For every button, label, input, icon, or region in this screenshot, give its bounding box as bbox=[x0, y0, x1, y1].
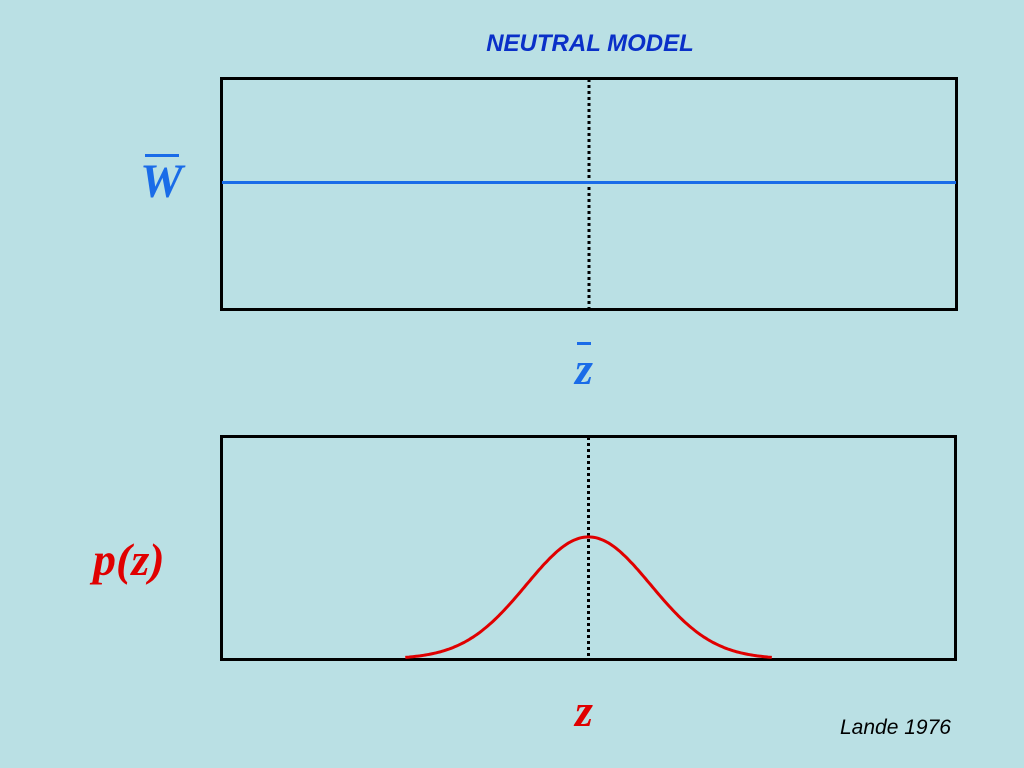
distribution-label: p(z) bbox=[93, 534, 165, 585]
slide-title: NEUTRAL MODEL bbox=[486, 30, 694, 57]
mean-phenotype-label: z bbox=[575, 342, 593, 394]
distribution-panel bbox=[220, 435, 957, 661]
phenotype-label: z bbox=[575, 685, 593, 736]
fitness-panel bbox=[220, 77, 958, 311]
mean-fitness-label: W bbox=[140, 154, 183, 208]
phenotype-distribution-curve bbox=[405, 535, 772, 659]
citation: Lande 1976 bbox=[840, 716, 951, 739]
